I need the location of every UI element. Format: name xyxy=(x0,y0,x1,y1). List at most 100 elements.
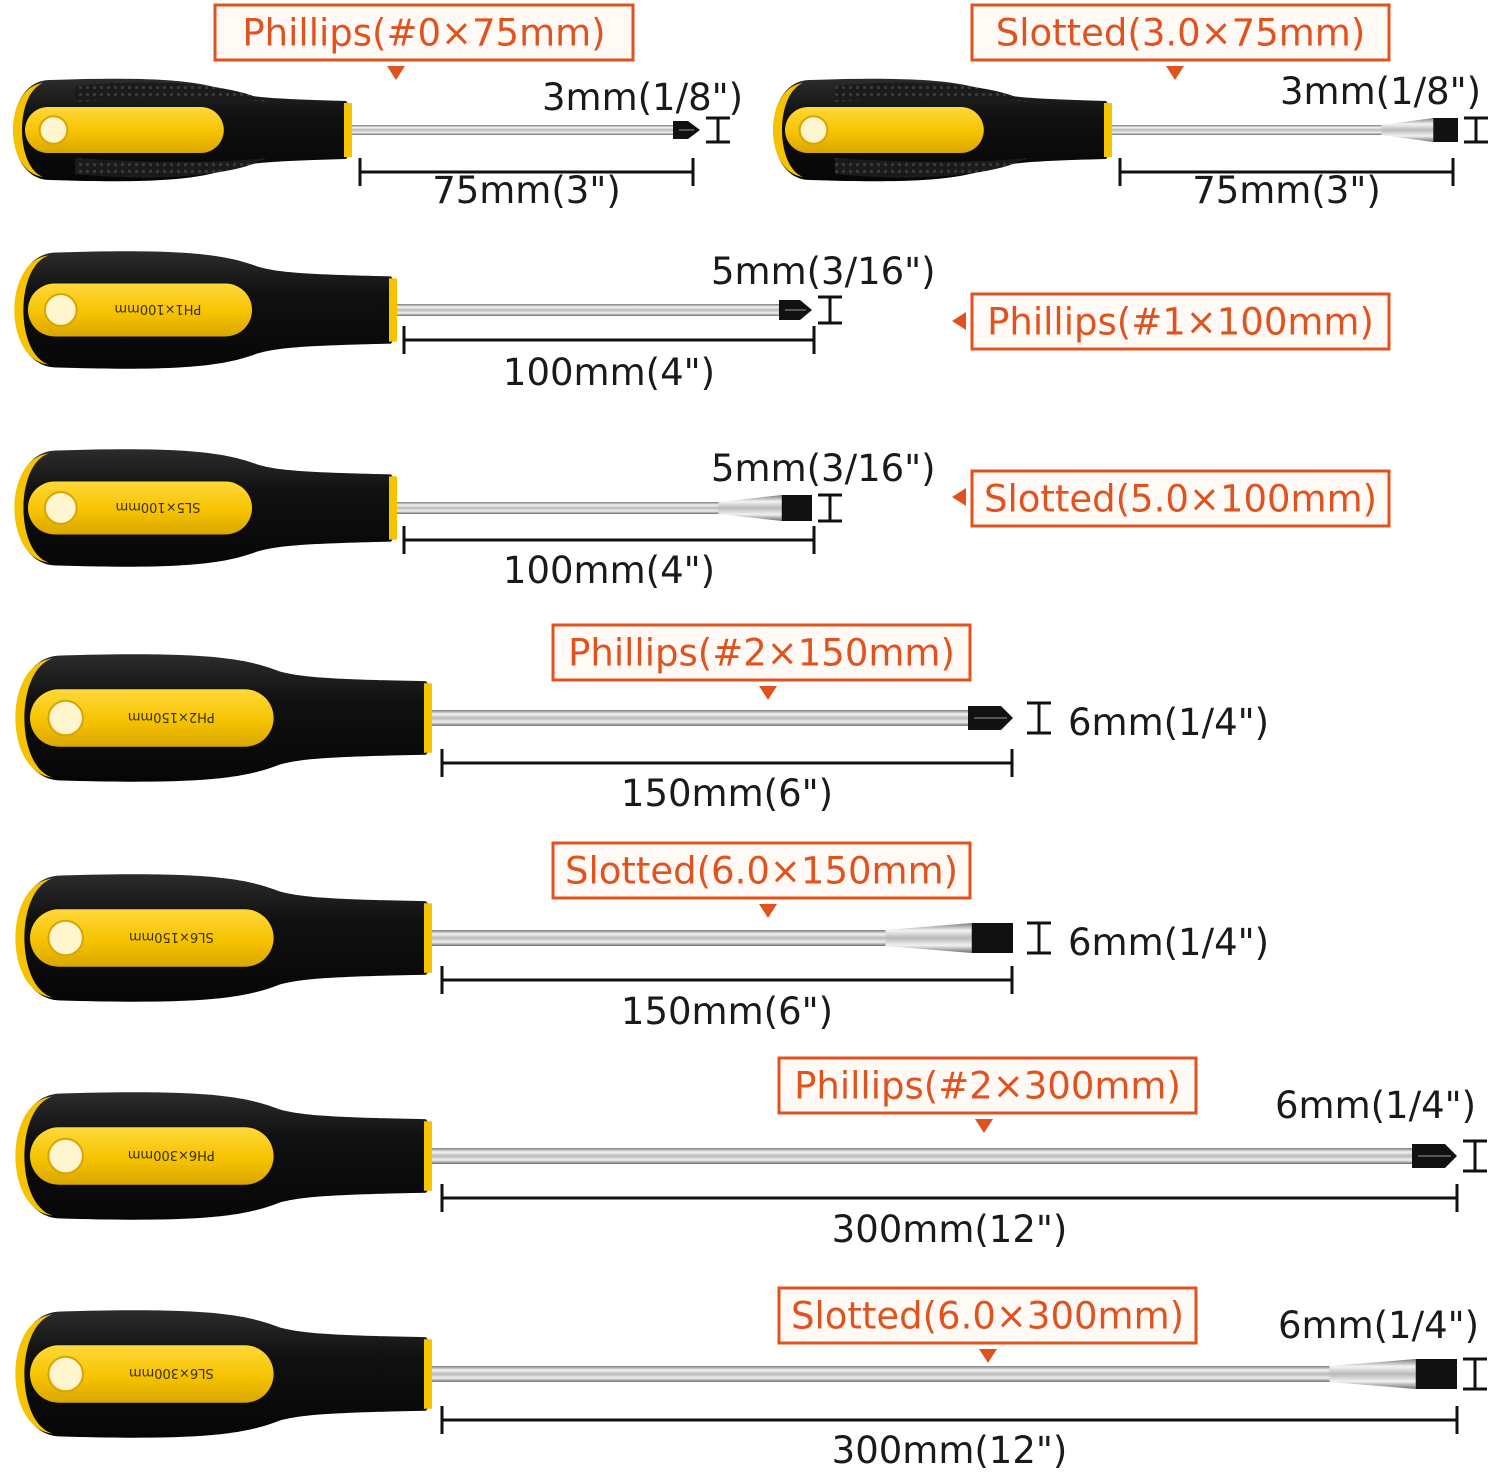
handle-hang-hole xyxy=(47,1355,84,1393)
screwdriver-8: SL6×300mm6mm(1/4")300mm(12")Slotted(6.0×… xyxy=(15,1286,1487,1472)
model-label: Slotted(5.0×100mm) xyxy=(984,478,1377,521)
model-label: Slotted(6.0×150mm) xyxy=(565,850,958,893)
model-label-box xyxy=(970,292,1391,351)
handle-print: SL5×100mm xyxy=(116,499,201,514)
length-dimension-line xyxy=(440,1184,1459,1212)
handle-end-cap xyxy=(14,453,49,563)
tip-size-label: 3mm(1/8") xyxy=(542,76,743,119)
handle-print: PH6×300mm xyxy=(128,1147,215,1162)
length-dimension-line xyxy=(358,158,695,186)
handle-ferrule xyxy=(424,1121,432,1191)
length-label: 100mm(4") xyxy=(503,549,715,592)
model-label-box xyxy=(970,3,1391,62)
handle-print: SL6×300mm xyxy=(129,1365,214,1380)
model-label-box xyxy=(551,841,972,900)
model-label: Phillips(#2×300mm) xyxy=(794,1065,1181,1108)
tip-size-label: 3mm(1/8") xyxy=(1280,70,1481,113)
length-label: 300mm(12") xyxy=(832,1208,1068,1251)
shaft xyxy=(1112,125,1382,135)
handle-ferrule xyxy=(344,103,352,157)
tip-size-label: 6mm(1/4") xyxy=(1068,701,1269,744)
grip-texture xyxy=(835,158,1027,178)
shaft xyxy=(432,1148,1412,1164)
handle-ferrule xyxy=(424,903,432,973)
tip-size-label: 5mm(3/16") xyxy=(711,447,936,490)
handle-hang-hole xyxy=(47,1137,84,1175)
handle-yellow-insert xyxy=(30,689,274,747)
length-dimension-line xyxy=(1118,158,1455,186)
handle-hang-hole xyxy=(47,699,84,737)
grip-texture xyxy=(835,82,1027,102)
handle-print: PH2×150mm xyxy=(128,709,215,724)
label-pointer-arrow xyxy=(387,66,405,80)
tip-size-marker xyxy=(706,116,730,144)
model-label-box xyxy=(777,1056,1198,1115)
model-label: Slotted(6.0×300mm) xyxy=(791,1295,1184,1338)
grip-texture xyxy=(75,158,267,178)
handle-yellow-insert xyxy=(25,107,224,153)
grip-texture xyxy=(75,82,267,102)
model-label: Phillips(#1×100mm) xyxy=(987,301,1374,344)
handle-hang-hole xyxy=(47,919,84,957)
screwdriver-3: PH1×100mm 5mm(3/16") 100mm(4") Phillips(#1×… xyxy=(14,250,1391,394)
label-pointer-arrow xyxy=(759,904,777,918)
handle-yellow-insert xyxy=(30,1345,274,1403)
model-label-box xyxy=(213,3,635,62)
tip-size-label: 5mm(3/16") xyxy=(711,250,936,293)
shaft xyxy=(432,710,968,726)
length-dimension-line xyxy=(402,526,816,554)
screwdriver-4: SL5×100mm 5mm(3/16") 100mm(4") Slotted(5.0×… xyxy=(14,447,1391,592)
label-pointer-arrow xyxy=(759,686,777,700)
handle-hang-hole xyxy=(43,491,78,525)
handle-ferrule xyxy=(389,278,397,342)
slotted-tip xyxy=(971,923,1013,953)
slotted-blade xyxy=(1329,1359,1416,1389)
model-label-box xyxy=(551,623,972,682)
slotted-tip xyxy=(1415,1359,1457,1389)
handle-ferrule xyxy=(1104,103,1112,157)
handle-hang-hole xyxy=(798,115,829,145)
tip-size-label: 6mm(1/4") xyxy=(1068,921,1269,964)
screwdriver-1: 3mm(1/8")75mm(3")Phillips(#0×75mm) xyxy=(13,3,743,212)
screwdriver-2: 3mm(1/8") 75mm(3") Slotted(3.0×75mm) xyxy=(773,3,1488,212)
tip-size-label: 6mm(1/4") xyxy=(1275,1084,1476,1127)
tip-size-marker xyxy=(1464,116,1488,144)
handle-end-cap xyxy=(14,255,49,365)
length-dimension-line xyxy=(440,749,1014,777)
handle-end-cap xyxy=(15,658,53,778)
shaft xyxy=(432,930,886,946)
tip-size-marker xyxy=(818,493,842,523)
handle-print: PH1×100mm xyxy=(114,301,201,316)
tip-size-marker xyxy=(1463,1357,1487,1391)
handle-hang-hole xyxy=(43,293,78,327)
handle-ferrule xyxy=(389,476,397,540)
length-label: 100mm(4") xyxy=(503,351,715,394)
handle-print: SL6×150mm xyxy=(129,929,214,944)
shaft xyxy=(352,125,673,135)
shaft xyxy=(397,304,779,316)
handle-end-cap xyxy=(13,83,43,177)
handle-yellow-insert xyxy=(30,909,274,967)
model-label-box xyxy=(970,469,1391,528)
length-dimension-line xyxy=(440,1406,1459,1434)
length-dimension-line xyxy=(440,966,1014,994)
handle-yellow-insert xyxy=(785,107,984,153)
length-dimension-line xyxy=(402,326,816,354)
model-label: Phillips(#2×150mm) xyxy=(568,632,955,675)
slotted-blade xyxy=(1381,118,1434,142)
handle-yellow-insert xyxy=(28,283,252,337)
slotted-blade xyxy=(718,495,782,521)
model-label: Slotted(3.0×75mm) xyxy=(996,12,1366,55)
label-pointer-arrow xyxy=(952,488,966,506)
handle-end-cap xyxy=(15,1314,53,1434)
length-label: 75mm(3") xyxy=(1192,169,1381,212)
label-pointer-arrow xyxy=(975,1119,993,1133)
model-label: Phillips(#0×75mm) xyxy=(242,12,605,55)
tip-size-marker xyxy=(818,295,842,325)
handle-end-cap xyxy=(15,878,53,998)
slotted-tip xyxy=(781,495,812,521)
tip-size-marker xyxy=(1463,1139,1487,1173)
slotted-blade xyxy=(885,923,972,953)
handle-end-cap xyxy=(15,1096,53,1216)
